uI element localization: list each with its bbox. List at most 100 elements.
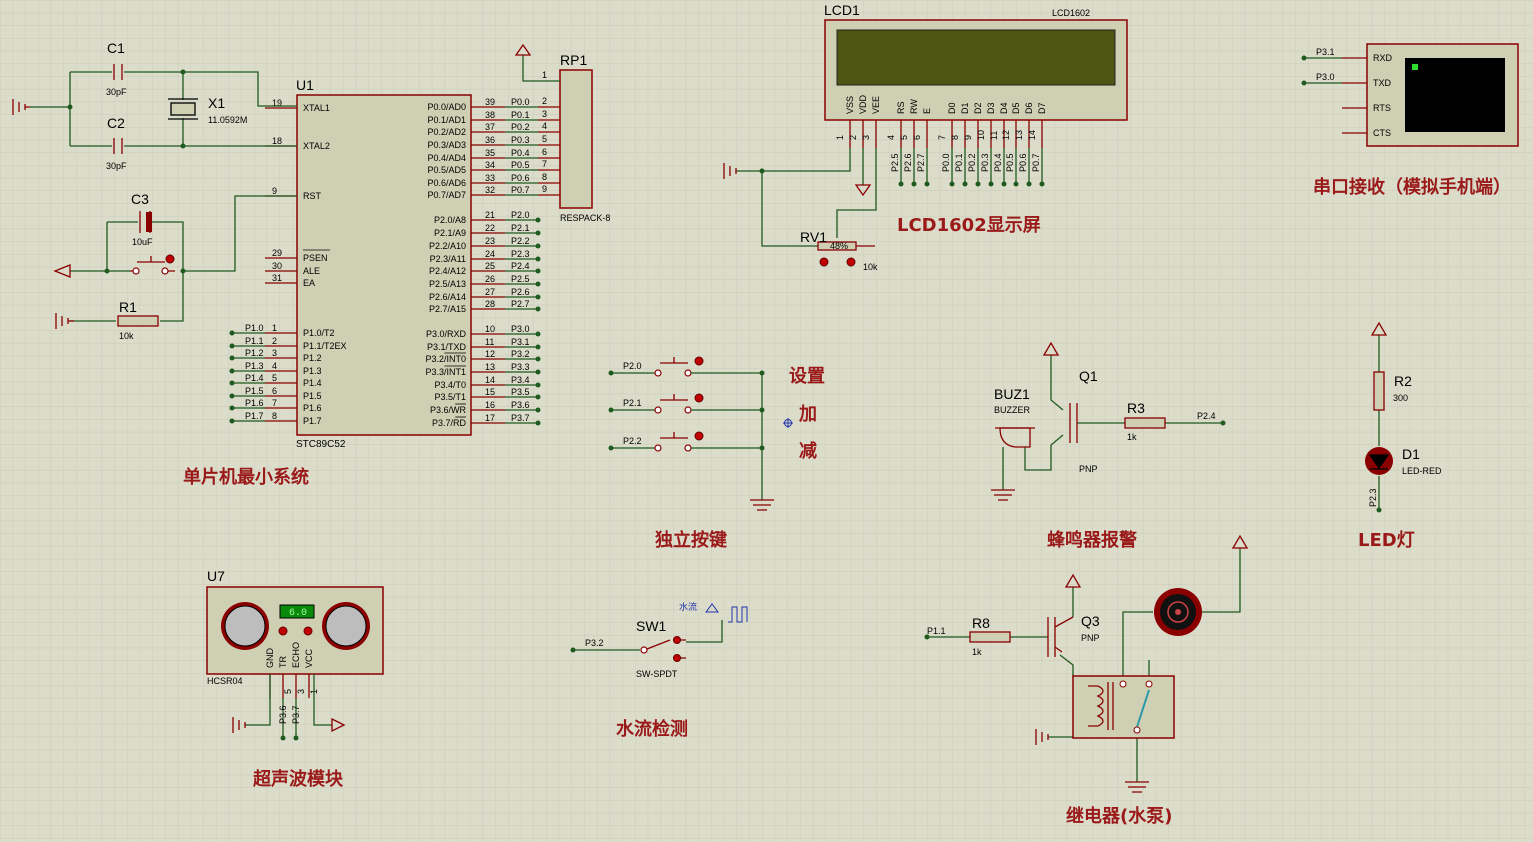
- signal-generator-icon: [705, 603, 748, 623]
- reset-circuit[interactable]: C3 10uF R1 10k: [53, 191, 297, 341]
- pin-name: P2.4/A12: [429, 266, 466, 276]
- mcu-group[interactable]: U1 STC89C52 XTAL119XTAL218RST9PSEN29ALE3…: [183, 77, 541, 488]
- net-label: P1.0: [245, 323, 264, 333]
- net-label: P0.0: [941, 153, 951, 172]
- sw1-value: SW-SPDT: [636, 669, 678, 679]
- net-node: [229, 393, 235, 399]
- respack-body[interactable]: [559, 69, 593, 209]
- pin-number: 3: [272, 348, 277, 358]
- net-label: P1.1: [245, 336, 264, 346]
- waterflow-group[interactable]: 水流 P3.2 SW1 SW-SPDT 水流检测: [570, 601, 748, 740]
- pin-number: 10: [976, 130, 986, 140]
- pin-name: D7: [1037, 102, 1047, 114]
- pin-name: P1.1/T2EX: [303, 341, 347, 351]
- net-node: [293, 735, 299, 741]
- net-label: P0.2: [511, 122, 530, 132]
- pin-number: 19: [272, 98, 282, 108]
- pin-number: 26: [485, 274, 495, 284]
- pin-number: 13: [485, 362, 495, 372]
- pin-number: 17: [485, 413, 495, 423]
- net-label: P0.5: [511, 160, 530, 170]
- key-button[interactable]: P2.2: [608, 431, 765, 452]
- ground-icon: [991, 489, 1015, 501]
- pin-name: D4: [999, 102, 1009, 114]
- q1-ref: Q1: [1079, 368, 1098, 384]
- net-node: [535, 306, 541, 312]
- pin-number: 14: [485, 375, 495, 385]
- net-label: P2.2: [511, 236, 530, 246]
- pin-name: P1.4: [303, 378, 322, 388]
- pin-number: 13: [1014, 130, 1024, 140]
- pin-number: 5: [283, 689, 293, 694]
- mcu-body[interactable]: [296, 94, 472, 436]
- ground-icon: [1035, 729, 1049, 745]
- net-node: [1301, 80, 1307, 86]
- net-label: P0.0: [511, 97, 530, 107]
- ground-icon: [723, 163, 737, 179]
- ground-icon: [232, 717, 246, 733]
- pin-number: 14: [1027, 130, 1037, 140]
- net-label: P3.4: [511, 375, 530, 385]
- relay-group[interactable]: P1.1 R8 1k Q3 PNP 继电器(水泵): [924, 534, 1249, 827]
- lcd-group[interactable]: LCD1 LCD1602 VSS1VDD2VEE3RS4P2.5RW5P2.6E…: [723, 2, 1128, 272]
- pin-number: 5: [899, 135, 909, 140]
- net-label: P0.7: [511, 185, 530, 195]
- net-label: P3.7: [511, 413, 530, 423]
- pin-number: 4: [272, 361, 277, 371]
- mcu-part: STC89C52: [296, 439, 346, 450]
- key-button[interactable]: P2.1: [608, 393, 765, 414]
- net-node: [949, 181, 955, 187]
- net-node: [1013, 181, 1019, 187]
- power-arrow-icon: [1231, 534, 1249, 549]
- pin-number: 39: [485, 97, 495, 107]
- net-node: [229, 380, 235, 386]
- net-node: [535, 369, 541, 375]
- c3-value: 10uF: [132, 237, 153, 247]
- pin-number: 21: [485, 210, 495, 220]
- net-label: P0.4: [511, 148, 530, 158]
- net-node: [535, 281, 541, 287]
- pin-number: 1: [542, 70, 547, 80]
- pin-name: P0.1/AD1: [427, 115, 466, 125]
- capacitor-icon: [113, 64, 123, 80]
- net-label: P2.7: [511, 299, 530, 309]
- pin-name: P3.5/T1: [434, 392, 466, 402]
- pin-number: 2: [542, 96, 547, 106]
- pin-name: D2: [973, 102, 983, 114]
- pin-number: 3: [861, 135, 871, 140]
- pin-name: P1.6: [303, 403, 322, 413]
- pin-name: RTS: [1373, 103, 1391, 113]
- pin-number: 3: [296, 689, 306, 694]
- pin-name: VSS: [845, 96, 855, 114]
- net-label: P2.5: [890, 153, 900, 172]
- net-label: P2.1: [623, 398, 642, 408]
- keys[interactable]: P2.0P2.1P2.2: [608, 356, 765, 452]
- net-node: [535, 230, 541, 236]
- c2-ref: C2: [107, 115, 125, 131]
- led-group[interactable]: R2 300 D1 LED-RED P2.3 LED灯: [1358, 321, 1442, 551]
- pin-number: 7: [542, 159, 547, 169]
- pin-number: 8: [542, 172, 547, 182]
- pin-name: E: [922, 108, 932, 114]
- key-button[interactable]: P2.0: [608, 356, 765, 377]
- net-node: [229, 355, 235, 361]
- spdt-switch[interactable]: [646, 639, 671, 650]
- net-node: [535, 217, 541, 223]
- rv1-percent: 48%: [830, 241, 848, 251]
- pin-number: 36: [485, 135, 495, 145]
- net-label: P2.7: [916, 153, 926, 172]
- buzzer-group[interactable]: P2.4 BUZ1 BUZZER Q1 PNP R3 1k 蜂鸣器报警: [991, 341, 1226, 551]
- pin-number: 9: [542, 184, 547, 194]
- pin-number: 4: [542, 121, 547, 131]
- key-actuator: [660, 432, 688, 439]
- net-label: P2.0: [511, 210, 530, 220]
- rv1-value: 10k: [863, 262, 878, 272]
- pin-name: P0.0/AD0: [427, 102, 466, 112]
- crystal-circuit[interactable]: C1 30pF C2 30pF X1 11.0592M: [12, 40, 297, 171]
- pin-name: D1: [960, 102, 970, 114]
